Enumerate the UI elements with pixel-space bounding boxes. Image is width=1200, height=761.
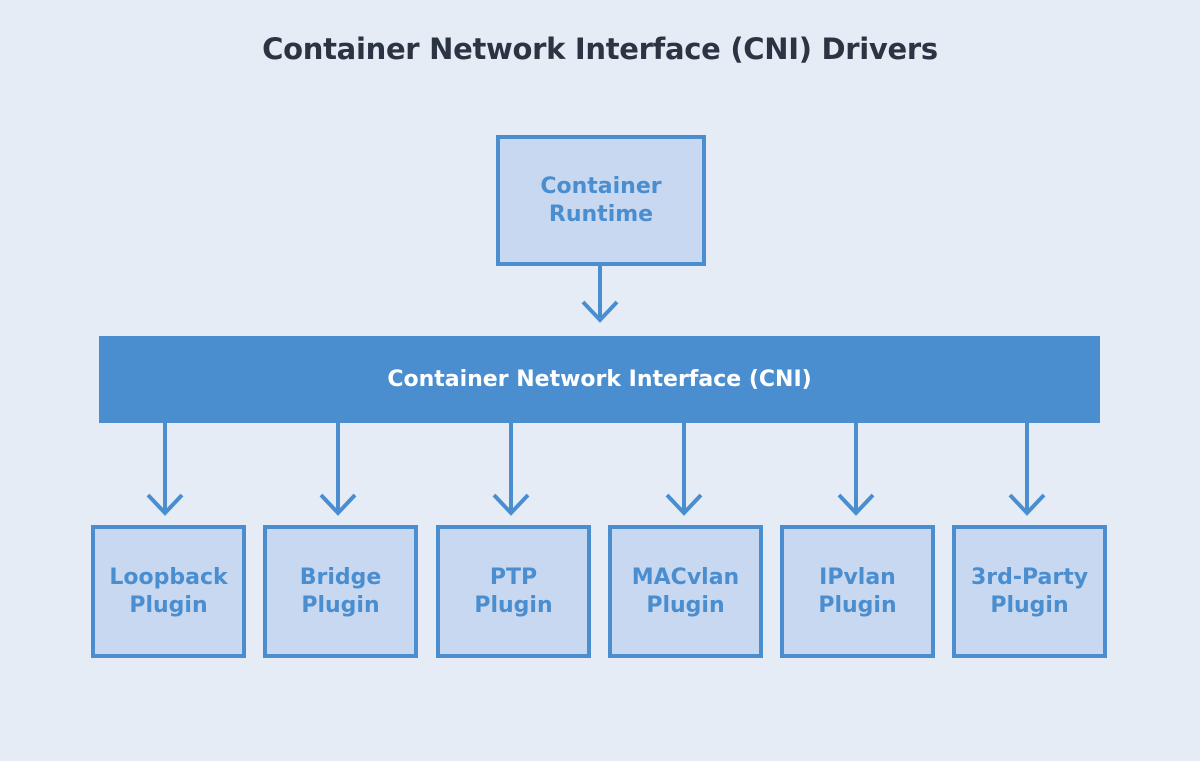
arrow-cni-to-3rd-party [1008,423,1046,516]
cni-bar: Container Network Interface (CNI) [99,336,1100,423]
macvlan-plugin-box: MACvlan Plugin [608,525,763,658]
plugin-label-line1: MACvlan [631,564,740,590]
arrow-cni-to-macvlan [665,423,703,516]
arrow-cni-to-ptp [492,423,530,516]
runtime-label-line1: Container [540,173,662,199]
plugin-label-line1: Bridge [299,564,382,590]
diagram-title: Container Network Interface (CNI) Driver… [262,32,938,66]
plugin-label-line2: Plugin [646,592,725,618]
container-runtime-box: Container Runtime [496,135,706,266]
plugin-label-line2: Plugin [818,592,897,618]
bridge-plugin-box: Bridge Plugin [263,525,418,658]
arrow-cni-to-ipvlan [837,423,875,516]
plugin-label-line1: IPvlan [819,564,896,590]
runtime-label-line2: Runtime [548,201,654,227]
arrow-cni-to-loopback [146,423,184,516]
3rd-party-plugin-box: 3rd-Party Plugin [952,525,1107,658]
plugin-label-line1: 3rd-Party [970,564,1089,590]
plugin-label-line2: Plugin [301,592,380,618]
plugin-label-line2: Plugin [990,592,1069,618]
plugin-label-line2: Plugin [129,592,208,618]
arrow-runtime-to-cni [581,266,619,323]
ptp-plugin-box: PTP Plugin [436,525,591,658]
loopback-plugin-box: Loopback Plugin [91,525,246,658]
plugin-label-line1: Loopback [109,564,228,590]
ipvlan-plugin-box: IPvlan Plugin [780,525,935,658]
plugin-label-line2: Plugin [474,592,553,618]
cni-label: Container Network Interface (CNI) [387,367,812,392]
plugin-label-line1: PTP [489,564,538,590]
arrow-cni-to-bridge [319,423,357,516]
